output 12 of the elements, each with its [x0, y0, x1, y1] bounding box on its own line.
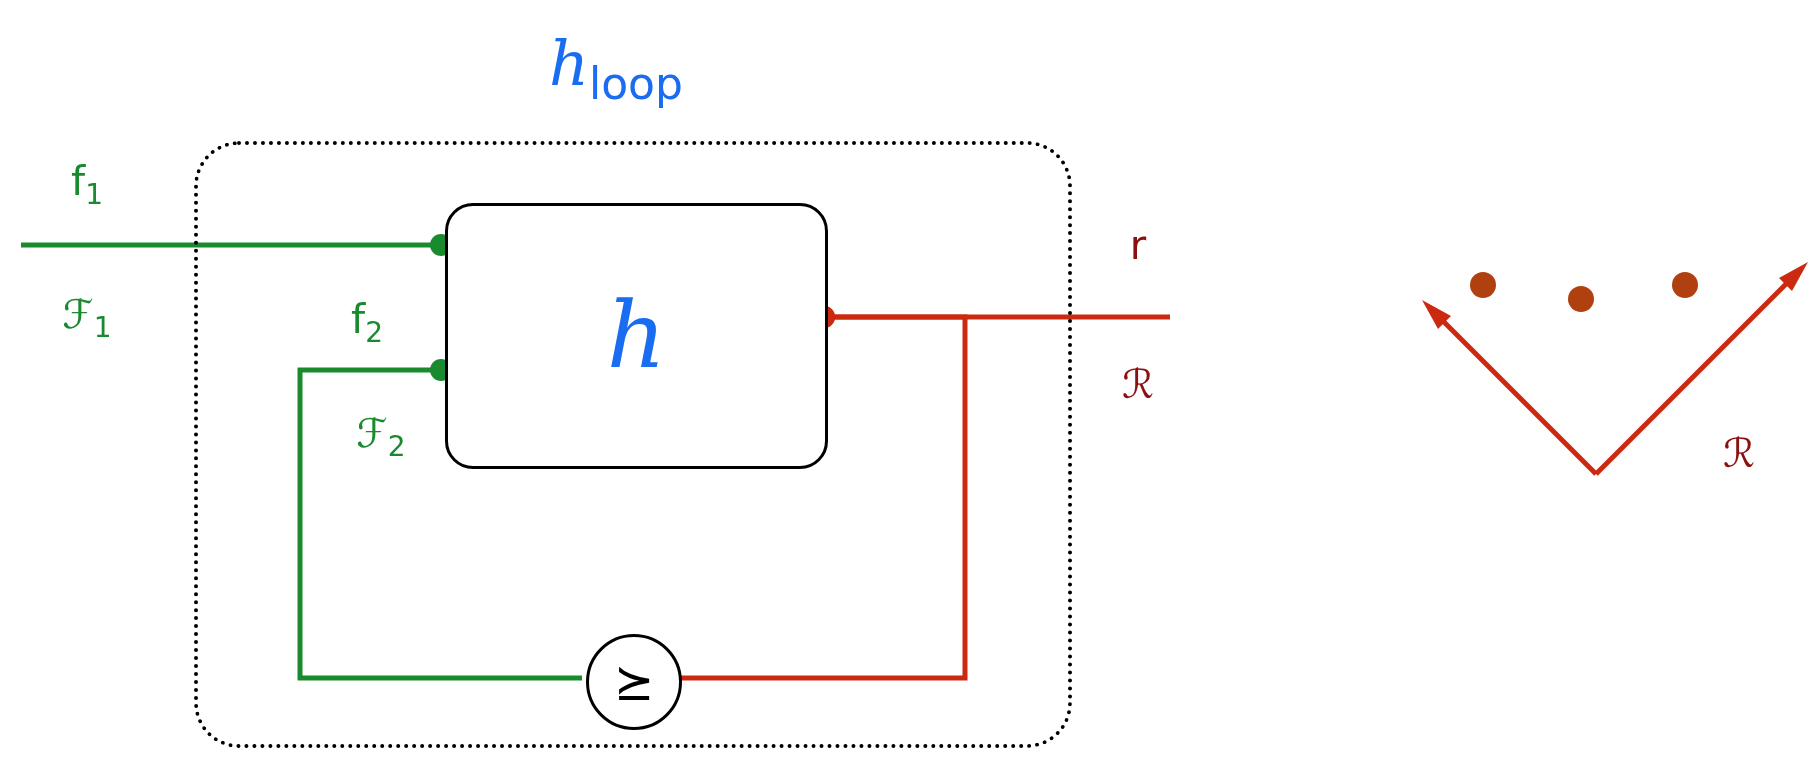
variable-label: r [1129, 223, 1147, 267]
variable-label: ℱ$_{2}$ [356, 411, 406, 463]
variable-label: ℱ$_{1}$ [62, 292, 112, 344]
loop-heading: h$_{loop}$ [549, 27, 683, 109]
variable-label: ℛ [1723, 431, 1755, 475]
connector-line [297, 359, 582, 681]
variable-label: ℛ [1122, 362, 1154, 406]
variable-label: f$_{1}$ [71, 159, 103, 211]
variable-label: f$_{2}$ [351, 297, 383, 349]
process-box [445, 203, 828, 469]
operator-symbol: ⪰ [613, 658, 655, 706]
block-symbol: h [606, 290, 667, 382]
